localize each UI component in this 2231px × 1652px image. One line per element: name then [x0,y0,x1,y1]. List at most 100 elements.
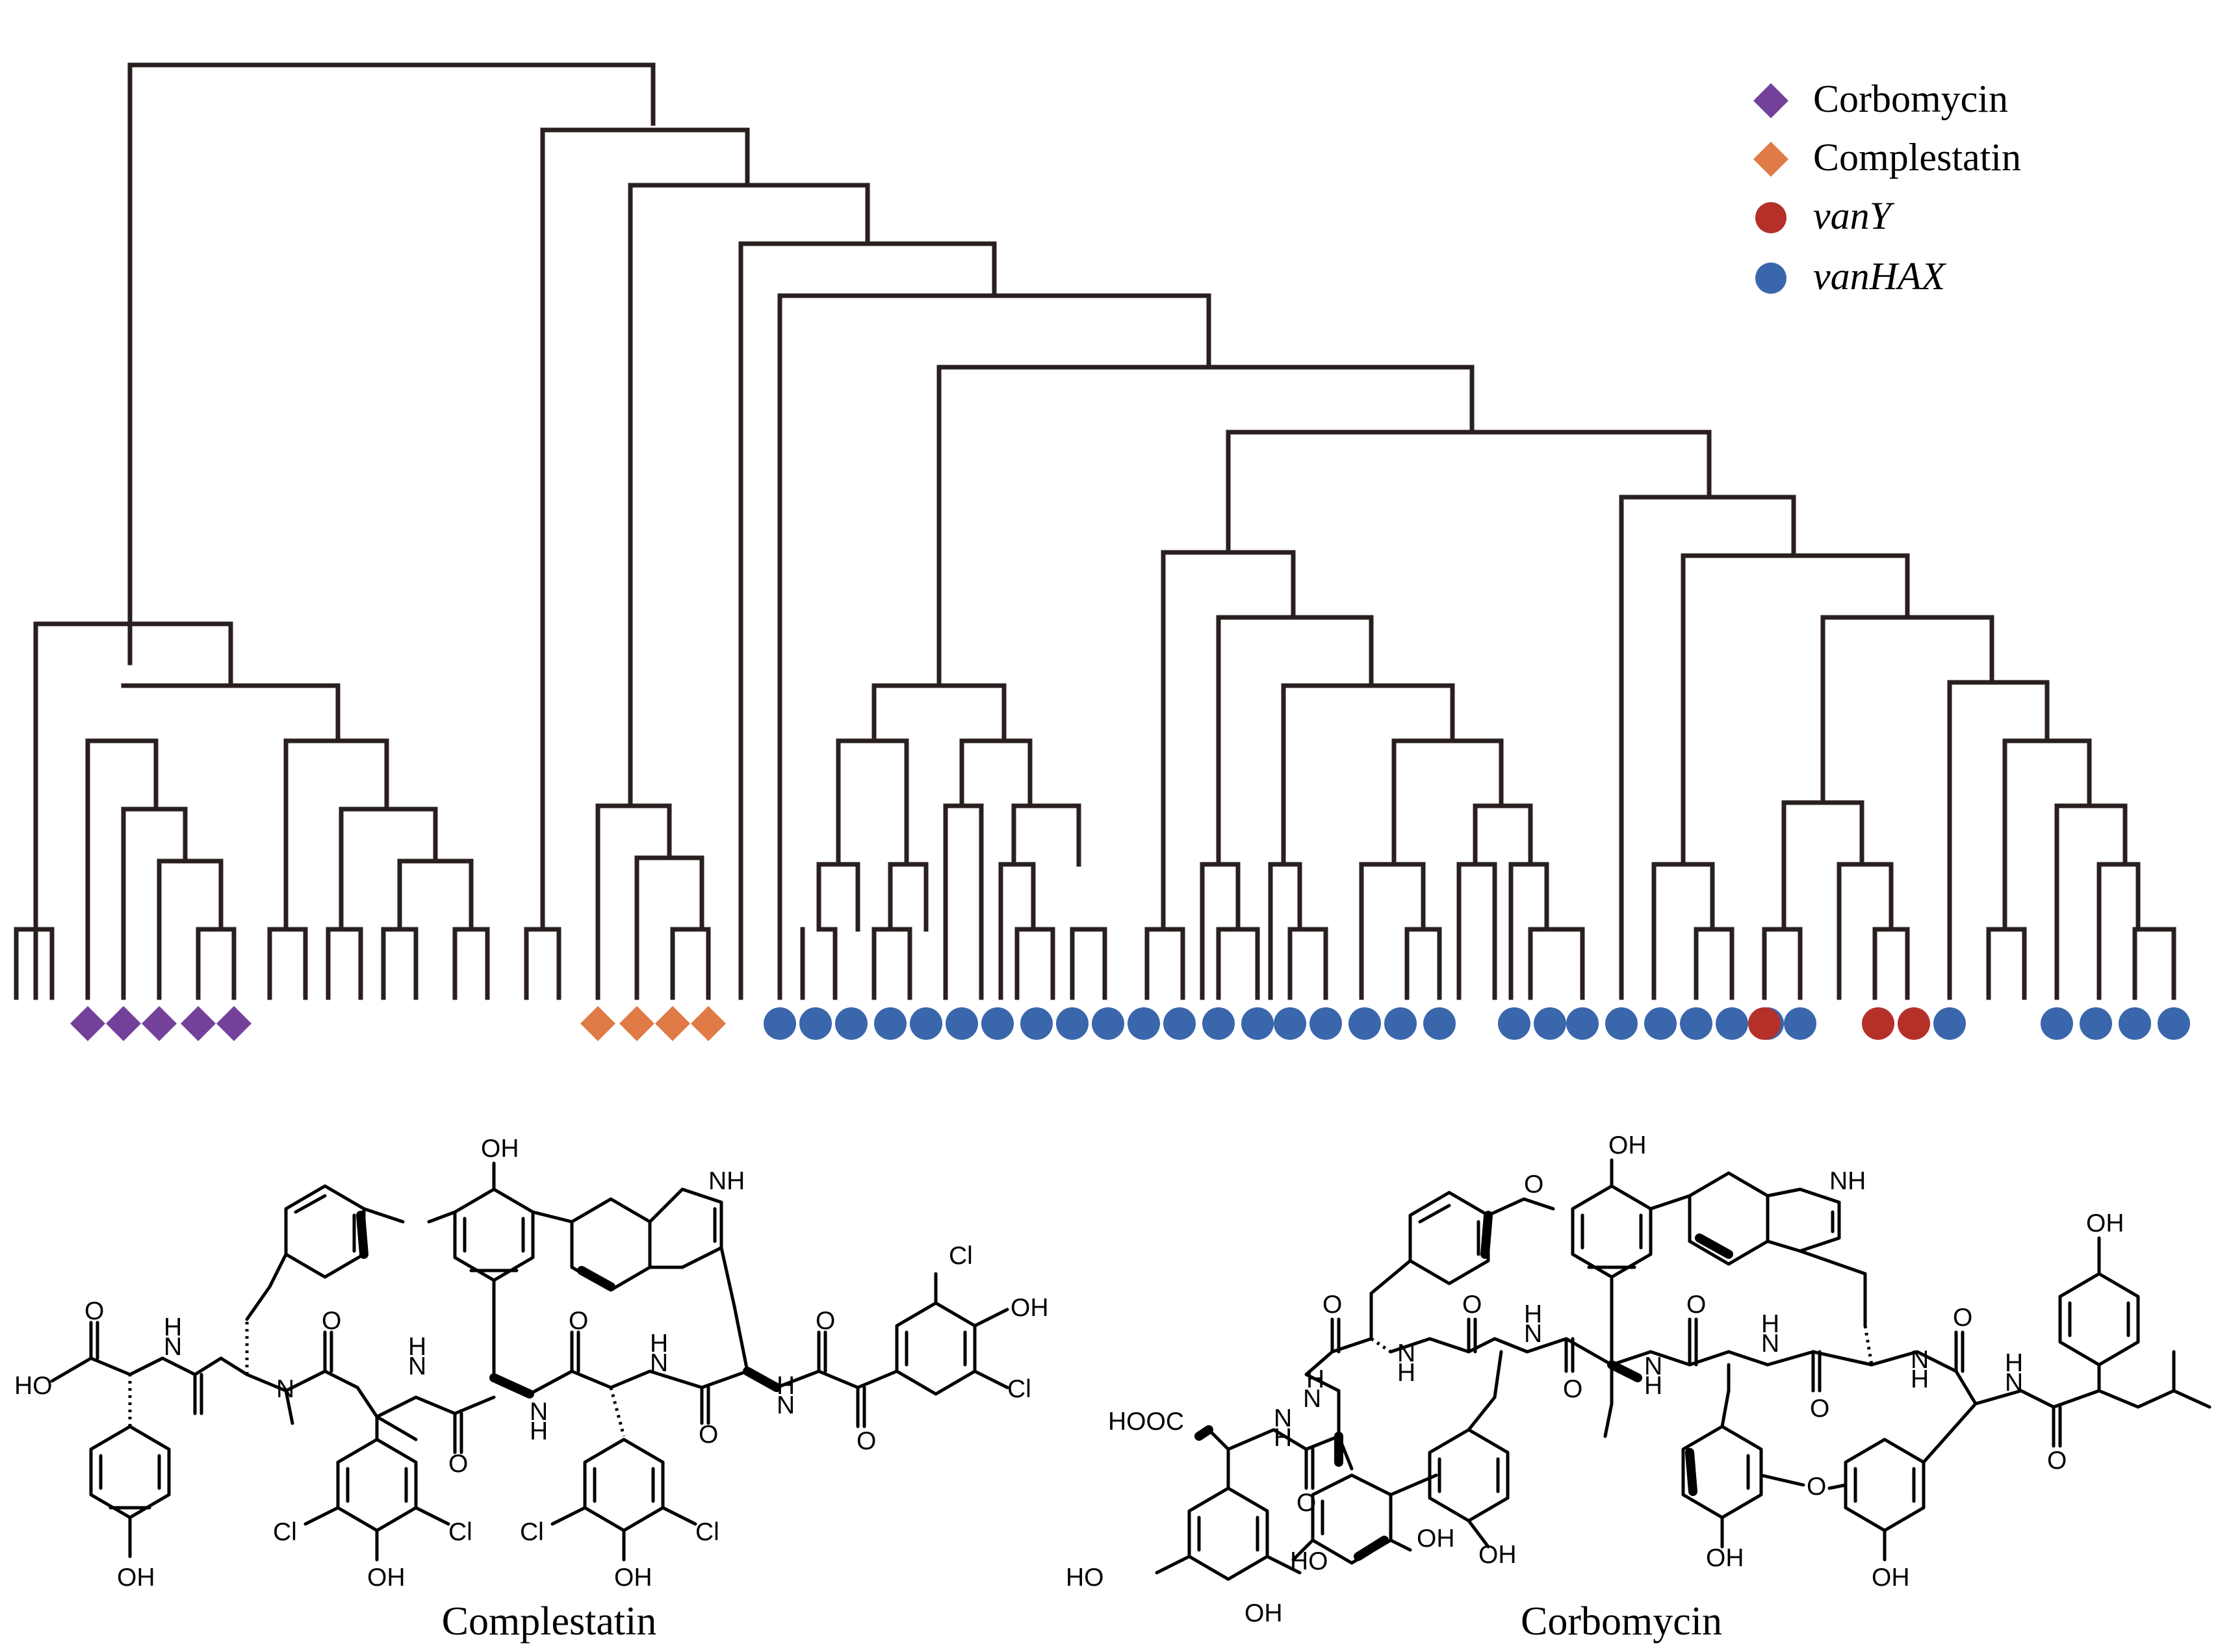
tree-branch [628,183,870,808]
atom-label: HO [1066,1564,1104,1592]
atom-label: N [408,1352,426,1380]
tree-branch [670,927,711,1000]
caption-corbomycin: Corbomycin [1521,1599,1722,1644]
atom-label: H [1306,1365,1324,1393]
leaf-marker-diamond-corbomycin [216,1006,251,1041]
leaf-marker-circle-vanhax [1423,1007,1456,1040]
legend-label-vanhax: vanHAX [1813,255,1947,298]
dichlorophenyl-ring-2 [583,1438,665,1532]
atom-label: N [164,1333,182,1361]
atom-label: OH [1706,1544,1744,1572]
leaf-marker-circle-vanhax [835,1007,868,1040]
atom-label: O [569,1307,588,1335]
tree-branch [267,927,308,1000]
tree-branch [1508,862,1549,1000]
atom-label: Cl [1007,1375,1031,1403]
atom-label: OH [367,1564,406,1592]
atom-label: N [1274,1404,1292,1432]
leaf-marker-diamond-complestatin [655,1006,690,1041]
leaf-marker-circle-vanhax [1092,1007,1124,1040]
legend: Corbomycin Complestatin vanY vanHAX [1753,77,2021,298]
leaf-marker-diamond-corbomycin [106,1006,141,1041]
legend-label-corbomycin: Corbomycin [1813,77,2008,120]
tree-branch [1268,862,1302,1000]
tree-branch [777,293,1211,1000]
tree-branch [452,927,490,1000]
caption-complestatin: Complestatin [442,1599,657,1644]
leaf-marker-circle-vanhax [1933,1007,1966,1040]
phenol-ring [1571,1184,1653,1279]
leaf-marker-circle-vanhax [799,1007,832,1040]
atom-label: N [1397,1339,1415,1367]
tree-branch [738,241,997,1000]
atom-label: Cl [520,1518,544,1546]
tree-branch [1837,862,1894,1000]
tree-branch [1619,495,1796,1000]
leaf-marker-circle-vanhax [1716,1007,1748,1040]
atom-label: N [1303,1385,1321,1413]
atom-label: Cl [273,1518,297,1546]
tree-branch [871,927,912,1000]
atom-label: O [2047,1447,2067,1475]
tree-branch [1011,803,1081,867]
atom-label: OH [1417,1525,1455,1553]
leaf-marker-circle-vanhax [1384,1007,1417,1040]
resorcinol-ring [1187,1486,1269,1581]
tree-branch [397,858,474,932]
atom-label: H [1644,1372,1662,1400]
tree-branch [1391,738,1504,867]
tree-branch [326,927,363,1000]
tree-branch [936,365,1475,688]
tree-branch [1144,927,1185,1000]
tree-branch [1281,683,1455,867]
atom-label: NH [1829,1167,1866,1195]
leaf-marker-diamond-corbomycin [181,1006,216,1041]
tree-branch [85,738,159,1000]
tree-branch [1872,927,1910,1000]
tree-branch [121,683,341,743]
atom-label: N [1524,1320,1542,1348]
atom-label: N [1761,1330,1779,1358]
tree-branch [1161,550,1296,932]
atom-label: OH [481,1135,519,1163]
tree-branch [1651,862,1715,1000]
atom-label: OH [1011,1294,1049,1322]
legend-label-vany: vanY [1813,194,1895,237]
complestatin-structure: HO O N H N O N H O N H O N H O N H O O O… [14,1135,1049,1644]
leaf-marker-circle-vanhax [1784,1007,1816,1040]
leaf-marker-circle-vanhax [910,1007,942,1040]
corbomycin-structure: OH O NH OH HOOC N H O N H O N H O N H O … [1066,1131,2212,1644]
leaf-marker-circle-vanhax [1056,1007,1089,1040]
atom-label: H [777,1372,795,1400]
leaf-marker-circle-vanhax [1274,1007,1306,1040]
leaf-marker-circle-vanhax [1680,1007,1712,1040]
atom-label: H [650,1330,668,1358]
atom-label: O [1953,1304,1972,1332]
atom-label: O [1322,1291,1342,1319]
tree-branch [1473,803,1533,867]
atom-label: Cl [949,1242,973,1270]
tree-branch [1456,862,1497,1000]
atom-label: O [1296,1489,1316,1517]
tree-branch [33,621,233,1000]
leaf-marker-circle-vanhax [2119,1007,2151,1040]
leaf-marker-circle-vany [1748,1007,1781,1040]
tree-branch [1762,927,1803,1000]
atom-label: O [1563,1375,1582,1403]
tree-branch [1528,927,1585,1000]
atom-label: NH [708,1167,745,1195]
tree-branch [196,927,237,1000]
atom-label: N [1911,1346,1929,1374]
leaf-marker-diamond-corbomycin [70,1006,105,1041]
atom-label: N [1644,1352,1662,1380]
leaf-marker-circle-vany [1862,1007,1894,1040]
atom-label: H [1911,1365,1929,1393]
atom-label: H [1761,1310,1779,1338]
tree-branch [2132,927,2176,1000]
atom-label: HO [14,1372,53,1400]
tree-branch [595,803,672,1000]
atom-label: H [1524,1300,1542,1328]
leaf-markers [70,1006,2190,1041]
leaf-marker-circle-vanhax [1202,1007,1235,1040]
